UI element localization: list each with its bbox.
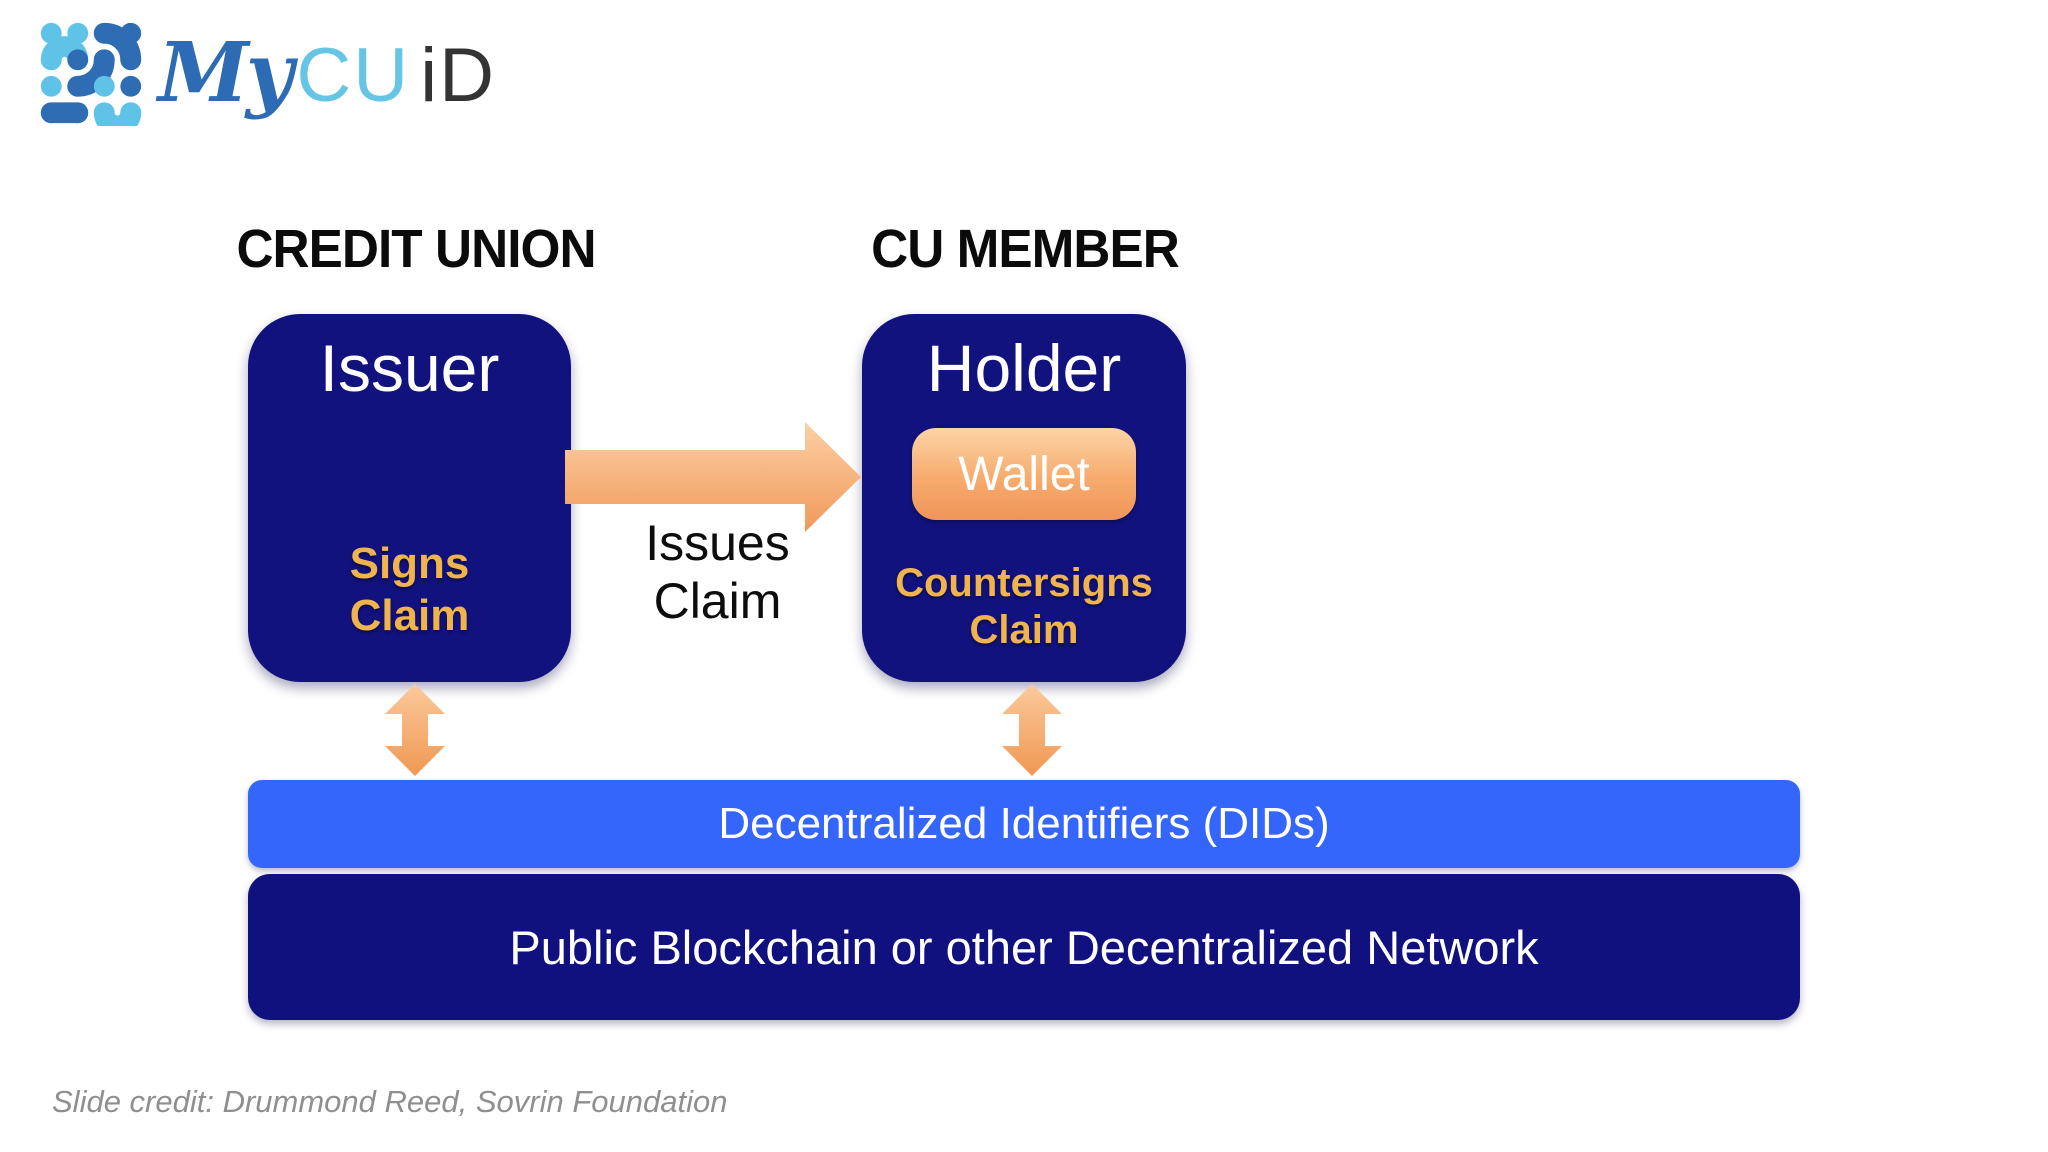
- holder-box: Holder Wallet Countersigns Claim: [862, 314, 1186, 682]
- issuer-action-line2: Claim: [349, 591, 470, 641]
- holder-action-line2: Claim: [969, 607, 1079, 652]
- credit-union-header: CREDIT UNION: [236, 219, 596, 279]
- wordmark-cu: CU: [296, 33, 411, 118]
- issuer-box: Issuer Signs Claim: [248, 314, 571, 682]
- issues-claim-line2: Claim: [653, 573, 782, 629]
- mycuid-logo: My CU iD: [38, 20, 496, 126]
- issuer-title: Issuer: [319, 331, 500, 405]
- blockchain-layer-bar: Public Blockchain or other Decentralized…: [248, 874, 1800, 1020]
- mycuid-logo-mark-icon: [40, 22, 142, 126]
- holder-did-link-arrow-icon: [1002, 684, 1062, 776]
- cu-member-header: CU MEMBER: [871, 219, 1180, 279]
- issues-claim-line1: Issues: [645, 515, 790, 571]
- dids-layer-label: Decentralized Identifiers (DIDs): [718, 799, 1330, 848]
- issuer-did-link-arrow-icon: [385, 684, 445, 776]
- mycuid-wordmark: My CU iD: [158, 32, 496, 114]
- slide-credit: Slide credit: Drummond Reed, Sovrin Foun…: [52, 1084, 728, 1119]
- holder-action-line1: Countersigns: [895, 560, 1153, 605]
- issues-claim-label: Issues Claim: [570, 514, 865, 630]
- issues-claim-arrow-icon: [565, 422, 861, 532]
- issuer-action-label: Signs Claim: [248, 538, 571, 642]
- wallet-badge: Wallet: [912, 428, 1136, 520]
- blockchain-layer-label: Public Blockchain or other Decentralized…: [509, 920, 1539, 974]
- dids-layer-bar: Decentralized Identifiers (DIDs): [248, 780, 1800, 868]
- wordmark-my: My: [158, 25, 293, 121]
- issuer-action-line1: Signs: [349, 539, 470, 589]
- holder-title: Holder: [926, 331, 1122, 405]
- holder-action-label: Countersigns Claim: [862, 560, 1186, 654]
- wallet-label: Wallet: [958, 447, 1090, 501]
- wordmark-id: iD: [420, 33, 496, 118]
